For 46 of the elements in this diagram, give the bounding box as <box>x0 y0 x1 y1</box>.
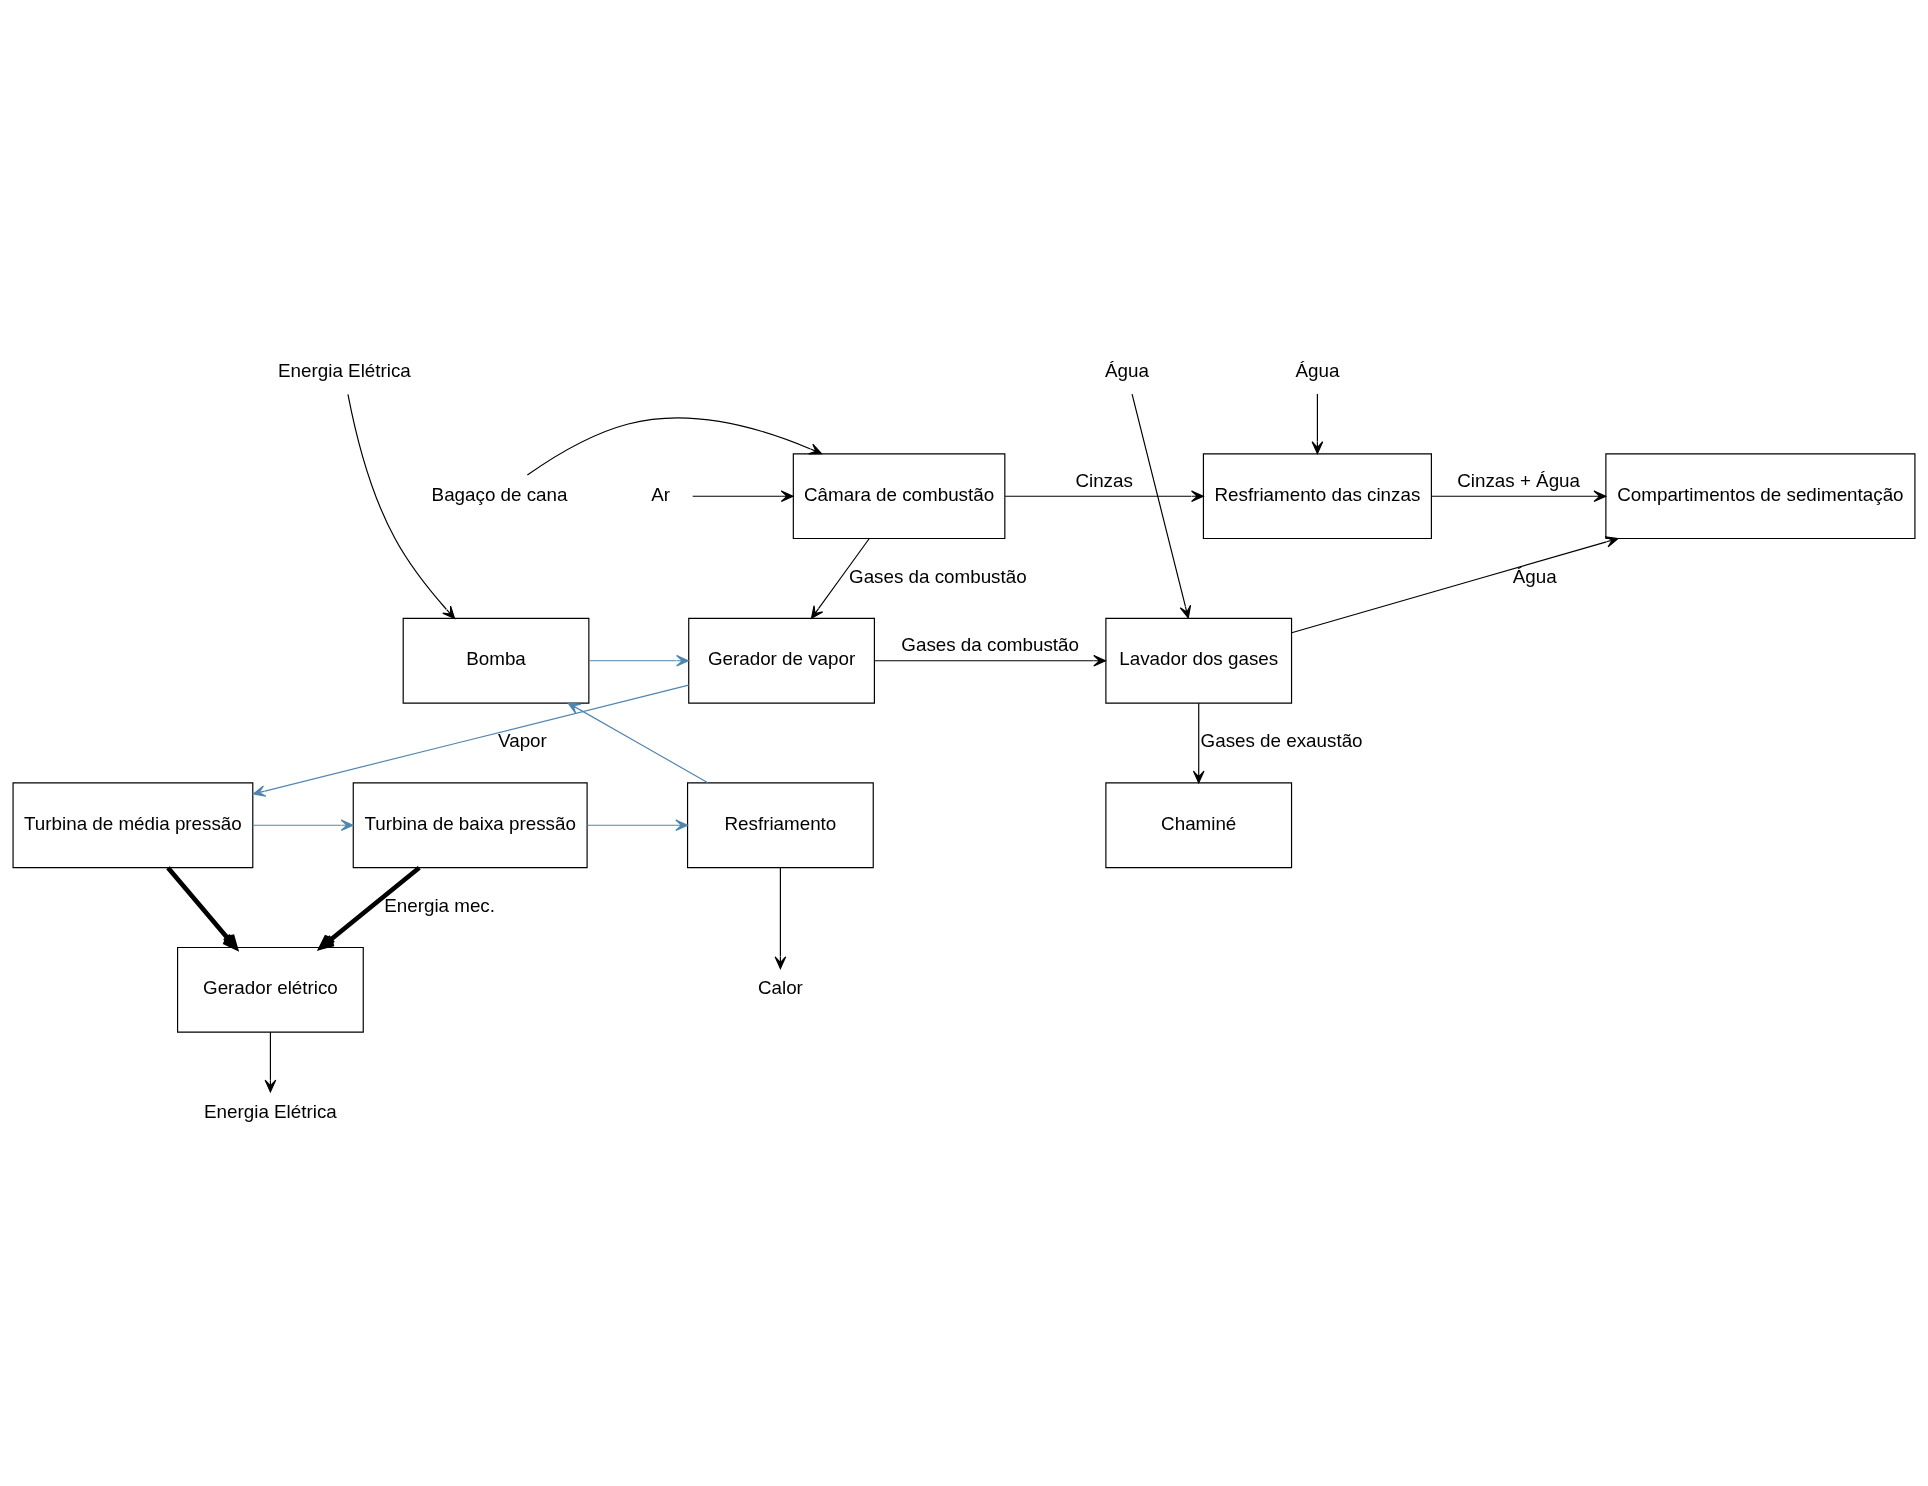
arrow <box>1291 536 1619 634</box>
node-text: Água <box>1295 360 1340 382</box>
node-text: Bagaço de cana <box>431 483 568 505</box>
arrow <box>264 1031 277 1093</box>
edge-label: Gases de exaustão <box>1200 730 1363 752</box>
arrow <box>347 393 456 619</box>
node-box: Resfriamento das cinzas <box>1202 453 1432 540</box>
arrow <box>252 684 690 797</box>
arrow <box>318 865 421 950</box>
node-text: Energia Elétrica <box>278 360 411 382</box>
edge-label: Cinzas <box>1075 469 1133 491</box>
edge-label: Cinzas + Água <box>1457 469 1581 491</box>
arrow <box>166 866 238 950</box>
node-box: Turbina de média pressão <box>12 782 254 869</box>
arrow <box>1311 393 1324 455</box>
arrow <box>692 490 794 503</box>
arrow <box>526 417 823 476</box>
arrow <box>1004 490 1204 503</box>
node-box: Compartimentos de sedimentação <box>1605 453 1916 540</box>
arrow <box>586 819 689 832</box>
node-text: Energia Elétrica <box>204 1100 337 1122</box>
arrow <box>810 538 870 619</box>
arrow <box>1131 393 1192 619</box>
arrow <box>1192 702 1205 784</box>
node-box: Câmara de combustão <box>792 453 1006 540</box>
edge-label: Água <box>1512 565 1557 587</box>
node-text: Ar <box>651 483 670 505</box>
arrow <box>252 819 354 832</box>
node-text: Calor <box>757 977 803 999</box>
arrow <box>567 702 709 784</box>
node-box: Lavador dos gases <box>1105 617 1293 704</box>
edge-label: Vapor <box>498 730 547 752</box>
arrow <box>1430 490 1607 503</box>
node-box: Bomba <box>402 617 590 704</box>
node-box: Gerador de vapor <box>688 617 875 704</box>
node-box: Chaminé <box>1105 782 1293 869</box>
arrow <box>588 654 689 667</box>
arrow <box>874 654 1107 667</box>
edge-label: Gases da combustão <box>849 565 1027 587</box>
edge-label: Gases da combustão <box>901 634 1079 656</box>
arrow <box>774 867 787 970</box>
node-box: Gerador elétrico <box>177 946 364 1033</box>
node-box: Turbina de baixa pressão <box>352 782 588 869</box>
edge-label: Energia mec. <box>384 894 495 916</box>
node-box: Resfriamento <box>686 782 874 869</box>
node-text: Água <box>1105 360 1149 382</box>
